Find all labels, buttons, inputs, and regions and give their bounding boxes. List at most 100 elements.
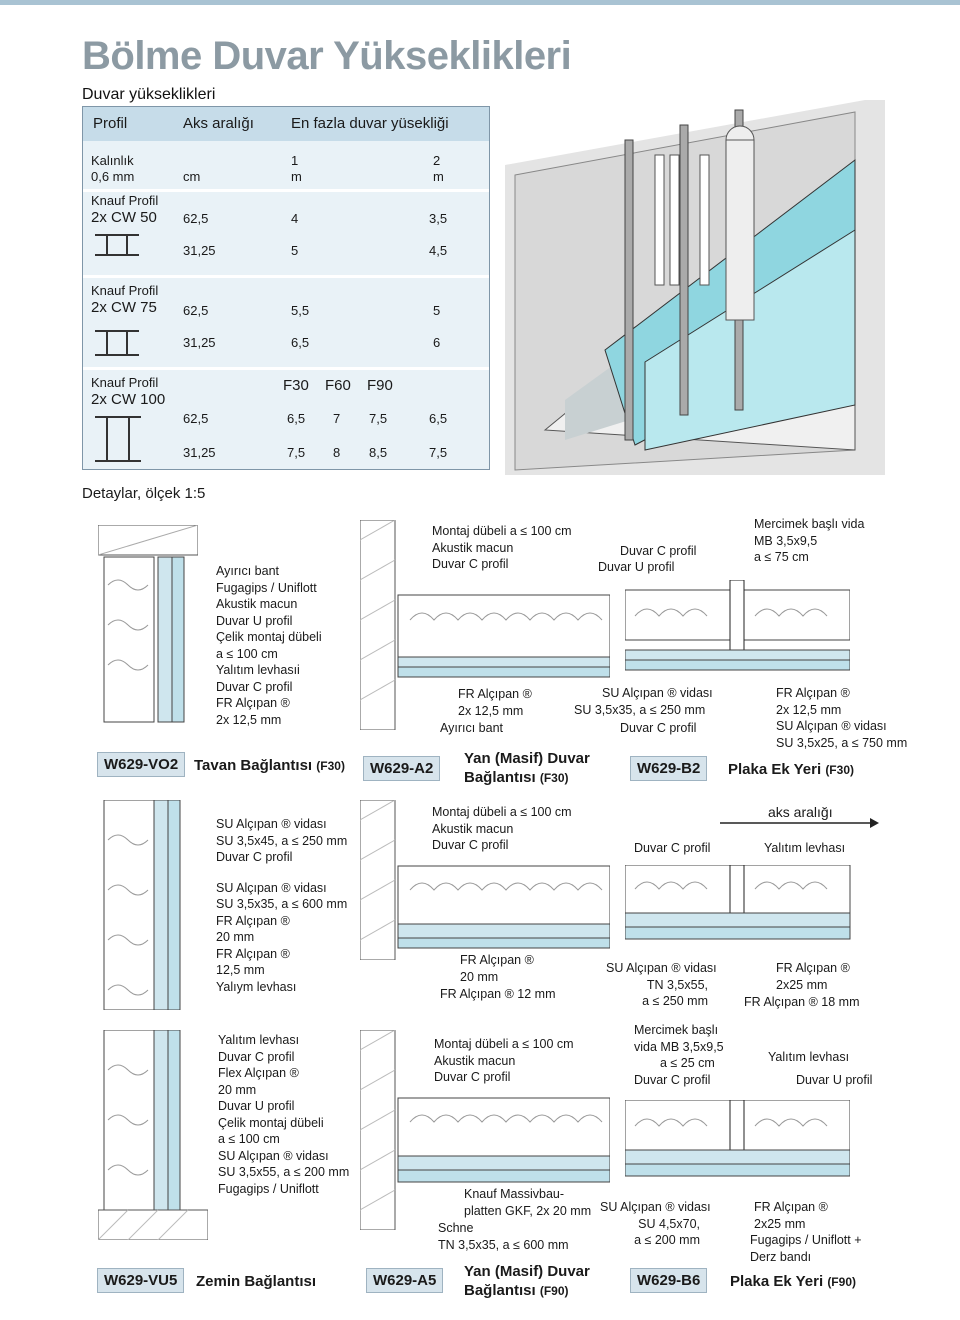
label: 2x25 mm xyxy=(754,1216,806,1231)
side-wall-detail-drawing xyxy=(360,1030,610,1230)
b2-bottom-right: FR Alçıpan ® 2x 12,5 mm SU Alçıpan ® vid… xyxy=(776,685,907,751)
label: Duvar U profil xyxy=(796,1073,873,1087)
cw-profile-icon xyxy=(95,416,141,462)
caption-text: Plaka Ek Yeri xyxy=(728,761,822,778)
label: Fugagips / Uniflott xyxy=(216,580,317,595)
cell: 5 xyxy=(433,303,441,318)
label: 20 mm xyxy=(218,1082,257,1097)
fire-rating: (F30) xyxy=(539,771,569,785)
caption-text: Bağlantısı xyxy=(464,769,536,786)
label: TN 3,5x35, a ≤ 600 mm xyxy=(438,1237,569,1252)
wall-illustration xyxy=(505,100,885,475)
table-separator xyxy=(83,189,489,192)
b6-top-left: Mercimek başlı vida MB 3,5x9,5 a ≤ 25 cm… xyxy=(634,1022,724,1088)
label: FR Alçıpan ® xyxy=(754,1200,828,1214)
mid-left-labels: SU Alçıpan ® vidası SU 3,5x45, a ≤ 250 m… xyxy=(216,816,347,995)
label: Akustik macun xyxy=(432,821,514,836)
label: a ≤ 25 cm xyxy=(660,1056,715,1070)
label: Montaj dübeli a ≤ 100 cm xyxy=(432,524,572,538)
height-table: Profil Aks aralığı En fazla duvar yüsekl… xyxy=(82,106,490,470)
label: Duvar U profil xyxy=(216,613,293,628)
fire-f90: F90 xyxy=(367,377,393,394)
label: Duvar C profil xyxy=(432,557,509,571)
cell: 7,5 xyxy=(287,445,306,460)
ceiling-detail-drawing xyxy=(98,525,198,723)
b6-bottom-left: SU Alçıpan ® vidası SU 4,5x70, a ≤ 200 m… xyxy=(600,1199,711,1249)
label: Yalıtım levhasıi xyxy=(216,663,300,677)
label: Montaj dübeli a ≤ 100 cm xyxy=(432,805,572,819)
label: platten GKF, 2x 20 mm xyxy=(464,1203,592,1218)
label: Duvar C profil xyxy=(434,1070,511,1084)
detail-code: W629-B2 xyxy=(630,756,708,781)
group-label: Knauf Profil xyxy=(91,375,159,390)
board-joint-detail-drawing xyxy=(625,580,850,671)
detail-caption: Zemin Bağlantısı xyxy=(196,1273,317,1290)
cell: 4,5 xyxy=(429,243,448,258)
cell: 5,5 xyxy=(291,303,310,318)
a2-bottom-labels: FR Alçıpan ® 2x 12,5 mm xyxy=(458,686,532,719)
label: aks aralığı xyxy=(768,804,833,820)
label: FR Alçıpan ® xyxy=(776,686,850,700)
vu5-labels: Yalıtım levhası Duvar C profil Flex Alçı… xyxy=(218,1032,349,1197)
cell: 4 xyxy=(291,211,299,226)
label: FR Alçıpan ® xyxy=(216,696,290,710)
cell: 62,5 xyxy=(183,211,209,226)
board-joint-detail-drawing xyxy=(625,1100,850,1177)
cell: 3,5 xyxy=(429,211,448,226)
detail-code: W629-B6 xyxy=(630,1268,708,1293)
detail-caption: Yan (Masif) Duvar Bağlantısı (F90) xyxy=(464,1262,590,1301)
fire-f30: F30 xyxy=(283,377,309,394)
group-profile: 2x CW 50 xyxy=(91,209,157,226)
col2: 2 xyxy=(433,153,441,168)
group-label: Knauf Profil xyxy=(91,193,159,208)
fire-f60: F60 xyxy=(325,377,351,394)
top-rule xyxy=(0,0,960,5)
label: Yalıtım levhası xyxy=(768,1050,850,1064)
label: SU 3,5x35, a ≤ 250 mm xyxy=(574,703,706,717)
label: SU Alçıpan ® vidası xyxy=(606,961,717,975)
label: 2x 12,5 mm xyxy=(776,702,842,717)
wall-section-drawing xyxy=(103,800,181,1010)
label: a ≤ 200 mm xyxy=(634,1233,700,1247)
detail-code: W629-VO2 xyxy=(97,752,186,777)
detail-caption: Tavan Bağlantısı (F30) xyxy=(194,756,345,776)
cw-profile-icon xyxy=(95,234,139,256)
label: FR Alçıpan ® 18 mm xyxy=(744,995,860,1009)
b2-top-mid: Duvar C profil xyxy=(620,543,696,560)
cell: 6,5 xyxy=(291,335,310,350)
fire-rating: (F90) xyxy=(827,1275,856,1289)
label: a ≤ 100 cm xyxy=(218,1132,280,1146)
b2-bottom-left: SU Alçıpan ® vidası xyxy=(602,685,713,702)
header-aks: Aks aralığı xyxy=(183,115,254,132)
label: Yalıtım levhası xyxy=(764,841,846,855)
label: a ≤ 75 cm xyxy=(754,550,809,564)
label: SU 3,5x45, a ≤ 250 mm xyxy=(216,833,348,848)
detail-code: W629-A5 xyxy=(366,1268,444,1293)
label: Duvar C profil xyxy=(216,679,293,694)
col2-unit: m xyxy=(433,169,444,184)
fire-rating: (F30) xyxy=(825,763,854,777)
label: FR Alçıpan ® xyxy=(216,946,290,961)
a5-top: Montaj dübeli a ≤ 100 cm Akustik macun D… xyxy=(434,1036,574,1086)
label: 2x 12,5 mm xyxy=(216,712,282,727)
detail-code: W629-VU5 xyxy=(97,1268,185,1293)
label: Duvar U profil xyxy=(598,560,675,574)
label: Çelik montaj dübeli xyxy=(218,1115,324,1130)
group-profile: 2x CW 100 xyxy=(91,391,166,408)
label: Akustik macun xyxy=(434,1053,516,1068)
label: Mercimek başlı vida xyxy=(754,517,865,531)
floor-detail-drawing xyxy=(98,1030,208,1240)
unit-kalinlik: Kalınlık xyxy=(91,153,134,168)
label: SU Alçıpan ® vidası xyxy=(600,1200,711,1214)
label: 2x 12,5 mm xyxy=(458,703,524,718)
b2-top-right: Mercimek başlı vida MB 3,5x9,5 a ≤ 75 cm xyxy=(754,516,864,566)
label: SU 3,5x55, a ≤ 200 mm xyxy=(218,1165,350,1179)
table-header xyxy=(83,107,489,141)
table-separator xyxy=(83,275,489,278)
cell: 5 xyxy=(291,243,299,258)
label: Fugagips / Uniflott + xyxy=(750,1233,862,1247)
label: Yalıym levhası xyxy=(216,979,297,994)
page-title: Bölme Duvar Yükseklikleri xyxy=(82,34,572,78)
cell: 6,5 xyxy=(429,411,448,426)
label: SU 3,5x35, a ≤ 600 mm xyxy=(216,897,348,911)
